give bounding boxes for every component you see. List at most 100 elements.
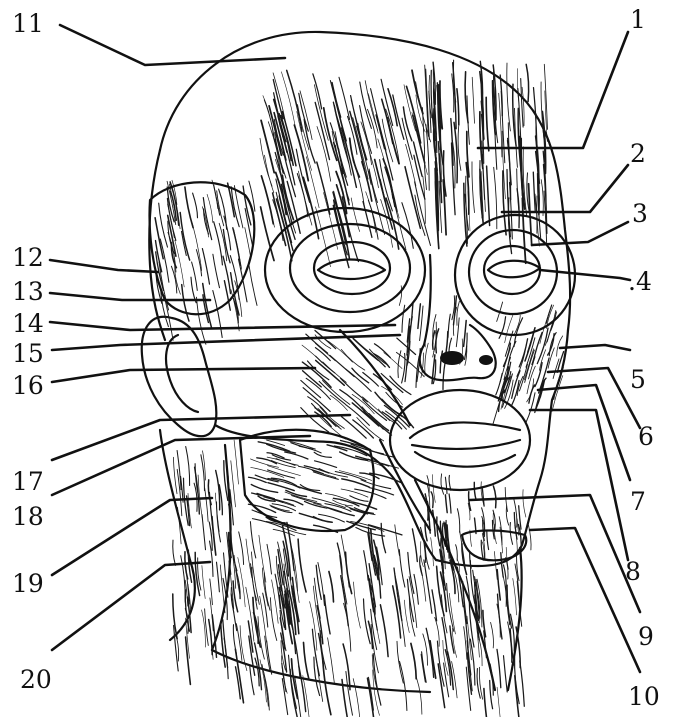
hatch-stroke (526, 64, 528, 101)
hatch-stroke (381, 523, 385, 552)
hatch-stroke (239, 532, 244, 565)
hatch-stroke (328, 638, 335, 683)
hatch-stroke (267, 444, 296, 453)
hatch-stroke (293, 632, 300, 677)
hatch-stroke (298, 539, 306, 592)
hatch-stroke (503, 171, 506, 235)
hatch-stroke (521, 79, 523, 128)
hatch-stroke (456, 545, 458, 561)
lower-lip (415, 452, 515, 467)
hatch-stroke (500, 75, 502, 116)
hatch-stroke (501, 553, 503, 577)
hatch-stroke (217, 562, 220, 592)
hatch-stroke (425, 343, 428, 375)
hatch-stroke (487, 531, 489, 550)
hatch-stroke (173, 540, 176, 565)
hatch-stroke (449, 494, 451, 513)
hatch-stroke (363, 373, 379, 387)
hatch-stroke (308, 361, 329, 380)
hatch-stroke (528, 525, 531, 550)
hatch-stroke (272, 455, 290, 461)
label-9: 9 (638, 622, 654, 651)
hatch-stroke (533, 172, 535, 211)
hatch-stroke (411, 643, 416, 678)
hatch-stroke (267, 466, 300, 476)
hatch-stroke (363, 397, 390, 421)
hatch-stroke (182, 285, 189, 322)
hatch-stroke (431, 492, 433, 508)
hatch-stroke (529, 184, 532, 246)
hatch-stroke (400, 661, 407, 710)
hatch-stroke (373, 654, 381, 706)
hatch-stroke (486, 97, 489, 151)
hatch-stroke (449, 475, 451, 490)
hatch-stroke (519, 339, 527, 367)
hatch-stroke (193, 193, 198, 218)
hatch-stroke (497, 649, 501, 687)
hatch-stroke (180, 213, 190, 261)
buccinator (380, 440, 430, 530)
hatch-stroke (314, 85, 328, 141)
left-eye (318, 260, 385, 280)
hatch-stroke (433, 510, 436, 536)
hatch-stroke (323, 661, 331, 714)
hatch-stroke (213, 254, 220, 287)
hatch-stroke (245, 208, 253, 247)
depressor (415, 480, 455, 565)
hatch-stroke (192, 262, 198, 290)
hatch-stroke (515, 676, 520, 717)
hatch-stroke (491, 622, 494, 648)
hatch-stroke (258, 617, 264, 660)
hatch-stroke (395, 525, 400, 556)
muscle-hatching (155, 60, 563, 717)
hatch-stroke (173, 594, 177, 639)
hatch-stroke (233, 228, 241, 266)
hatch-stroke (422, 652, 427, 683)
hatch-stroke (421, 654, 425, 682)
label-7: 7 (630, 487, 646, 516)
hatch-stroke (202, 249, 209, 285)
hatch-stroke (214, 222, 223, 265)
hatch-stroke (314, 452, 331, 457)
hatch-stroke (513, 579, 517, 615)
hatch-stroke (520, 661, 525, 706)
hatch-stroke (483, 610, 486, 636)
mouth-line (412, 440, 520, 449)
hatch-stroke (249, 265, 257, 306)
hatch-stroke (313, 517, 332, 523)
hatch-stroke (360, 82, 372, 128)
hatch-stroke (192, 224, 201, 271)
neck-base (212, 650, 430, 692)
leader-4 (540, 270, 630, 280)
hatch-stroke (351, 198, 359, 232)
hatch-stroke (480, 640, 483, 665)
hatch-stroke (404, 85, 416, 131)
hatch-stroke (363, 400, 387, 421)
hatch-stroke (364, 348, 386, 367)
hatch-stroke (186, 447, 190, 486)
hatch-stroke (506, 506, 508, 525)
hatch-stroke (205, 488, 208, 521)
hatch-stroke (360, 106, 372, 154)
hatch-stroke (432, 590, 437, 621)
hatch-stroke (523, 490, 526, 517)
label-12: 12 (12, 243, 44, 272)
hatch-stroke (498, 594, 503, 639)
hatch-stroke (258, 442, 290, 452)
hatch-stroke (541, 180, 543, 216)
hatch-stroke (447, 583, 454, 631)
leader-6 (548, 368, 640, 428)
hatch-stroke (497, 687, 502, 717)
hatch-stroke (361, 480, 391, 489)
hatch-stroke (407, 86, 421, 142)
upper-lip (410, 422, 520, 438)
leader-16 (52, 368, 315, 382)
hatch-stroke (333, 205, 349, 267)
hatch-stroke (546, 305, 552, 323)
hatch-stroke (251, 485, 277, 493)
hatch-stroke (474, 482, 476, 499)
label-13: 13 (12, 277, 44, 306)
hatch-stroke (268, 470, 295, 478)
